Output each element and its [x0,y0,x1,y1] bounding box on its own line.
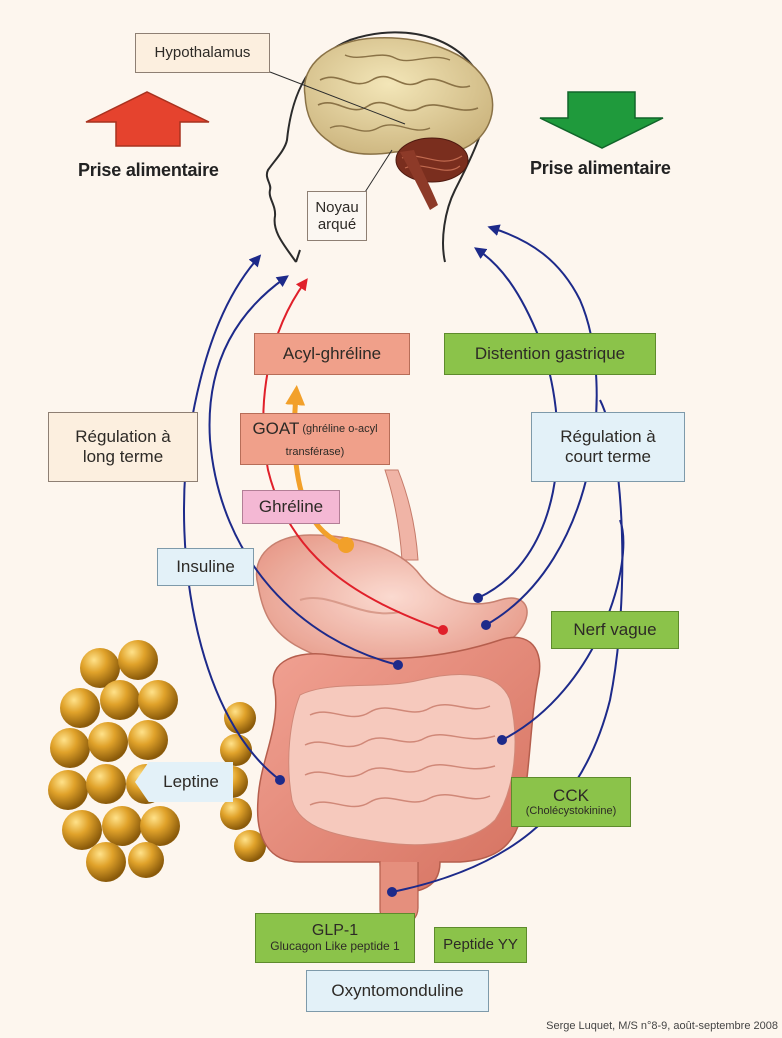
distention-gastrique-text: Distention gastrique [475,344,625,364]
goat-sub1-text: (ghréline o-acyl [302,423,377,436]
nerf-vague-label: Nerf vague [551,611,679,649]
hypothalamus-label: Hypothalamus [135,33,270,73]
acyl-ghreline-label: Acyl-ghréline [254,333,410,375]
dot-goat [338,537,354,553]
green-down-arrow-icon [540,92,663,148]
regulation-long-terme-text: Régulation à long terme [63,427,183,466]
leptine-label: Leptine [135,762,233,802]
dot-vagus [481,620,491,630]
oxyntomoduline-text: Oxyntomonduline [331,981,463,1001]
ghreline-text: Ghréline [259,497,323,517]
distention-gastrique-label: Distention gastrique [444,333,656,375]
adipose-tissue-icon [48,640,266,882]
insuline-text: Insuline [176,557,235,577]
cck-text: CCK [553,786,589,806]
cck-label: CCK (Cholécystokinine) [511,777,631,827]
noyau-arque-label: Noyau arqué [307,191,367,241]
regulation-court-terme-label: Régulation à court terme [531,412,685,482]
goat-sub2-text: transférase) [245,446,385,459]
acyl-ghreline-text: Acyl-ghréline [283,344,381,364]
ghreline-label: Ghréline [242,490,340,524]
goat-label: GOAT (ghréline o-acyl transférase) [240,413,390,465]
brain-icon [270,38,493,210]
esophagus [385,470,418,560]
intestine-icon [258,637,540,925]
peptide-yy-text: Peptide YY [443,936,518,953]
insuline-label: Insuline [157,548,254,586]
goat-text: GOAT [252,419,299,439]
peptide-yy-label: Peptide YY [434,927,527,963]
regulation-court-terme-text: Régulation à court terme [546,427,670,466]
nerf-vague-text: Nerf vague [573,620,656,640]
regulation-long-terme-label: Régulation à long terme [48,412,198,482]
prise-alimentaire-left: Prise alimentaire [78,160,219,181]
glp1-sub-text: Glucagon Like peptide 1 [270,940,399,954]
cck-sub-text: (Cholécystokinine) [526,805,616,818]
glp1-label: GLP-1 Glucagon Like peptide 1 [255,913,415,963]
dot-insulin [393,660,403,670]
prise-alimentaire-right: Prise alimentaire [530,158,671,179]
credit-text: Serge Luquet, M/S n°8-9, août-septembre … [546,1020,778,1032]
oxyntomoduline-label: Oxyntomonduline [306,970,489,1012]
red-up-arrow-icon [86,92,209,146]
dot-distention [473,593,483,603]
noyau-arque-text: Noyau arqué [308,199,366,234]
dot-glp1 [387,887,397,897]
dot-leptin [275,775,285,785]
dot-ghrelin [438,625,448,635]
leptine-text: Leptine [149,772,219,792]
dot-cck [497,735,507,745]
glp1-text: GLP-1 [312,922,358,940]
hypothalamus-text: Hypothalamus [155,44,251,61]
